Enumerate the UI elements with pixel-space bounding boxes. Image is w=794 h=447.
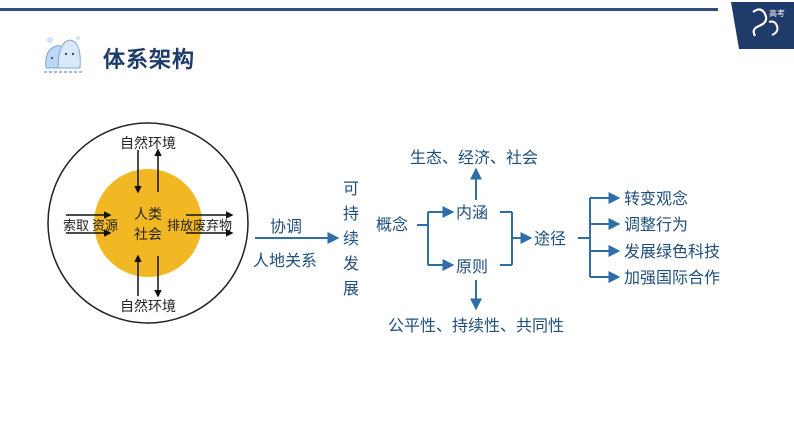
label-principle-detail: 公平性、持续性、共同性 (388, 316, 564, 335)
sustainable-char-1: 可 (343, 179, 359, 198)
way-item-1: 转变观念 (624, 189, 688, 208)
label-concept: 概念 (376, 215, 408, 234)
way-item-2: 调整行为 (624, 215, 688, 234)
way-item-4: 加强国际合作 (624, 268, 720, 287)
ways-brace (500, 211, 513, 266)
label-coordinate: 协调 (270, 217, 302, 236)
sustainable-char-3: 续 (343, 229, 359, 248)
label-resources: 资源 (92, 219, 118, 234)
label-principle: 原则 (456, 257, 488, 276)
header-rule (0, 8, 718, 11)
label-nature-top: 自然环境 (120, 135, 176, 152)
mascot-icon (38, 30, 88, 80)
brand-logo: 高考 (725, 2, 794, 49)
sustainable-char-2: 持 (343, 204, 359, 223)
sustainable-char-5: 展 (343, 279, 359, 298)
label-ways: 途径 (534, 229, 566, 248)
label-nature-bottom: 自然环境 (120, 298, 176, 315)
sustainable-char-4: 发 (343, 254, 359, 273)
label-take: 索取 (63, 219, 89, 234)
concept-brace (417, 212, 429, 265)
ways-trunk (578, 198, 591, 277)
label-connotation: 内涵 (456, 203, 488, 222)
label-relation: 人地关系 (253, 251, 317, 270)
label-emit: 排放 (167, 219, 193, 234)
label-society: 社会 (134, 227, 162, 243)
label-waste: 废弃物 (193, 218, 232, 234)
label-human: 人类 (134, 207, 162, 223)
human-society-core (94, 169, 202, 277)
way-item-3: 发展绿色科技 (624, 242, 720, 261)
label-connotation-detail: 生态、经济、社会 (410, 148, 538, 167)
page-title: 体系架构 (103, 48, 196, 73)
logo-text: 高考 (769, 8, 785, 18)
